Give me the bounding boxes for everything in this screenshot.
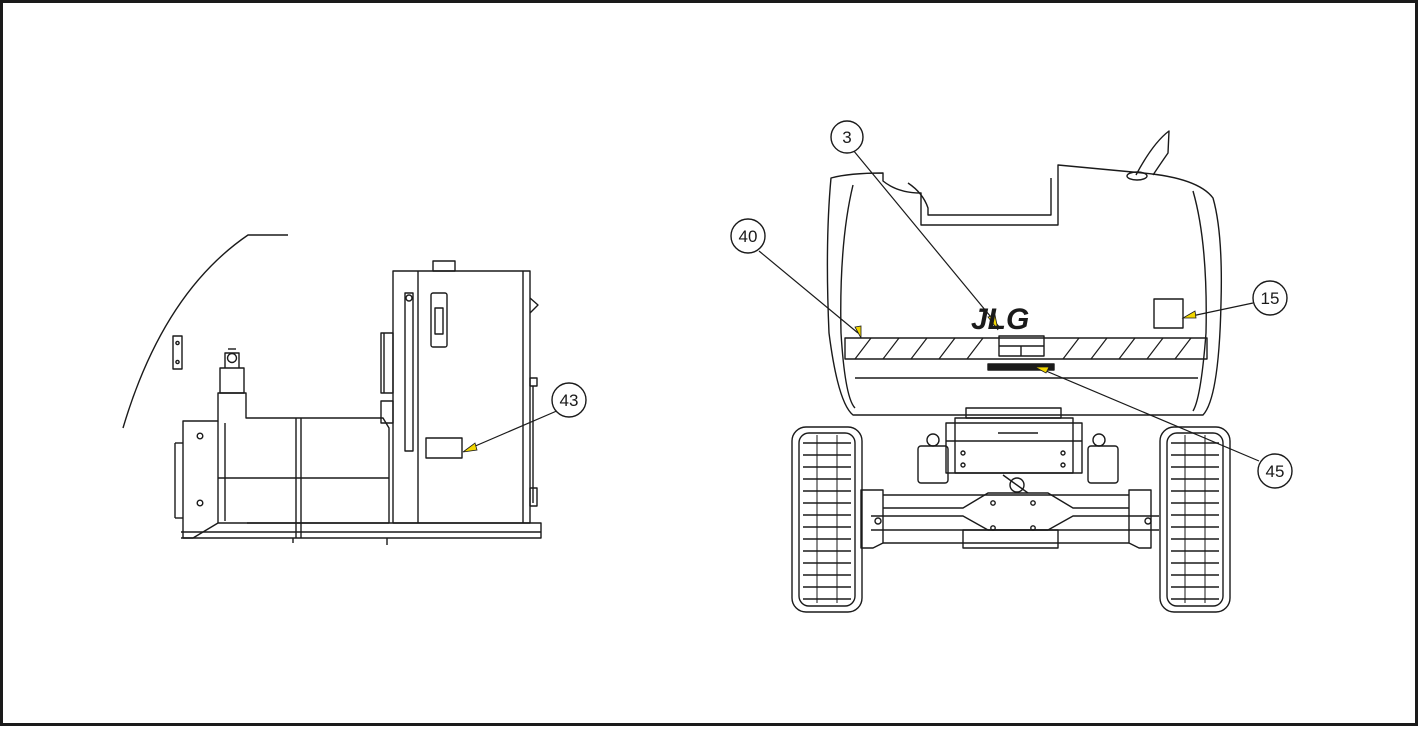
left-tire: [791, 426, 863, 613]
callout-15-label: 15: [1261, 289, 1280, 308]
callout-45: 45: [1257, 453, 1293, 489]
callout-43-label: 43: [560, 391, 579, 410]
callout-40-label: 40: [739, 227, 758, 246]
callout-3-label: 3: [842, 128, 851, 147]
decal-placement-drawing: JLG 3 40 15 43 45: [122, 120, 1293, 613]
callout-40: 40: [730, 218, 766, 254]
callout-15: 15: [1252, 280, 1288, 316]
callout-45-label: 45: [1266, 462, 1285, 481]
side-view: [122, 234, 542, 545]
brand-logo: JLG: [971, 303, 1029, 336]
right-tire: [1159, 426, 1231, 613]
arrowheads: [462, 310, 1197, 453]
leader-lines: [465, 149, 1260, 462]
callout-43: 43: [551, 382, 587, 418]
rear-view: [791, 130, 1231, 613]
callout-3: 3: [830, 120, 864, 154]
